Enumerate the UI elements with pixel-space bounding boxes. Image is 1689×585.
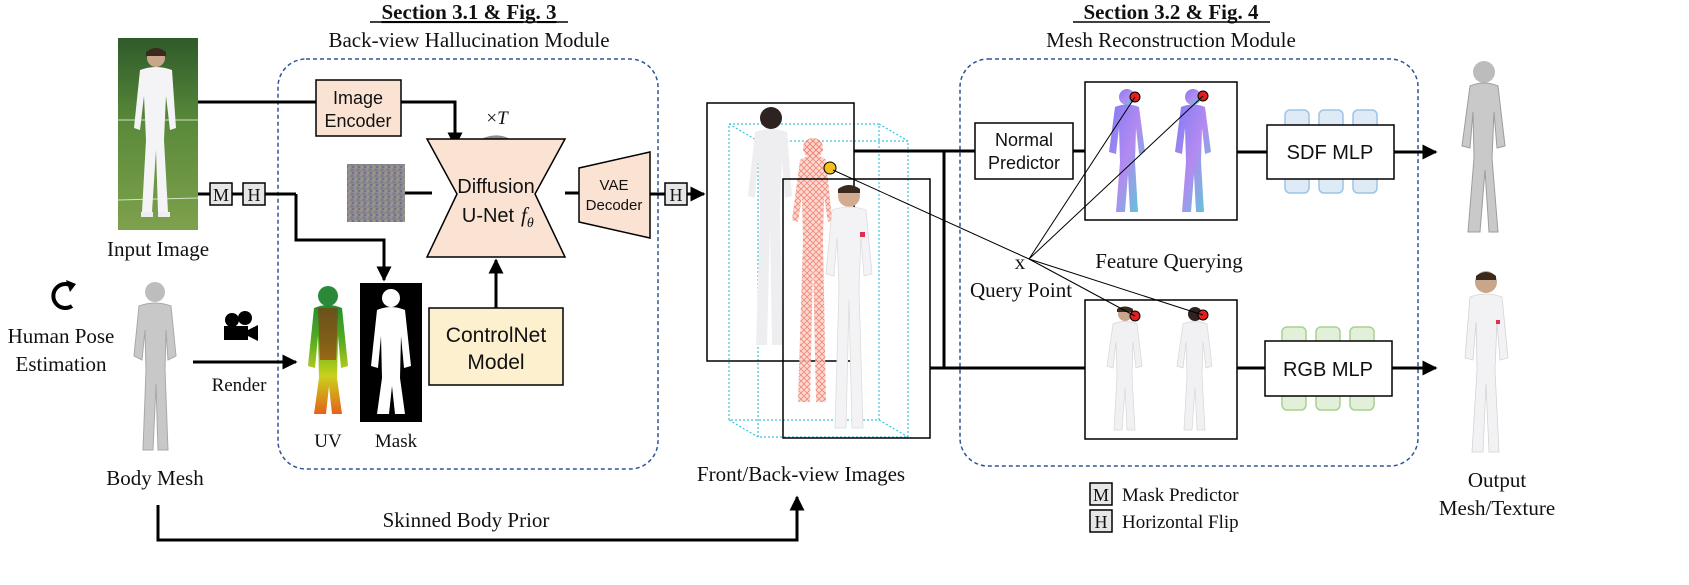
uv-map-image	[308, 286, 348, 414]
unet-symbol-theta: θ	[527, 216, 534, 231]
module-title-right: Mesh Reconstruction Module	[1046, 28, 1296, 52]
repeat-variable: T	[497, 108, 509, 129]
rgb-image-front	[1106, 306, 1143, 431]
repeat-label: ×T	[486, 108, 509, 129]
module-title-left: Back-view Hallucination Module	[328, 28, 609, 52]
input-image-label: Input Image	[107, 237, 209, 261]
front-back-view-images	[706, 102, 931, 439]
rgb-mlp-label: RGB MLP	[1283, 359, 1373, 381]
flip-tag	[242, 182, 266, 206]
output-label-1: Output	[1468, 468, 1527, 492]
image-to-unet-arrow	[198, 100, 463, 148]
skinned-prior-arrow	[156, 495, 805, 542]
render-label: Render	[212, 375, 268, 396]
pose-estimation-label-2: Estimation	[16, 352, 107, 376]
normal-map-front	[1109, 89, 1145, 212]
pose-rotation-arrowhead	[66, 280, 76, 292]
rgb-image-back	[1176, 307, 1213, 431]
output-textured-mesh	[1464, 271, 1509, 453]
flip-tag-output-text: H	[670, 185, 683, 205]
body-mesh-label: Body Mesh	[106, 466, 204, 490]
legend-text: Mask Predictor	[1122, 485, 1239, 506]
rgb-mlp-block	[1264, 340, 1393, 397]
output-label-2: Mesh/Texture	[1439, 496, 1555, 520]
body-mesh-figure	[133, 282, 177, 451]
legend-tag-box	[1089, 482, 1113, 506]
hallucination-module-box	[277, 58, 659, 470]
sdf-mlp-block	[1266, 124, 1395, 180]
legend: M Mask Predictor H Horizontal Flip	[1089, 482, 1239, 533]
normal-predictor-block	[974, 122, 1074, 180]
vae-label-2: Decoder	[586, 197, 643, 214]
legend-text: Horizontal Flip	[1122, 512, 1239, 533]
output-mesh	[1461, 61, 1506, 233]
unet-symbol: fθ	[521, 203, 534, 231]
section-heading-right: Section 3.2 & Fig. 4	[1084, 0, 1259, 24]
normal-predictor-label-1: Normal	[995, 130, 1053, 150]
normal-predictor-label-2: Predictor	[988, 153, 1060, 173]
unet-label-2: U-Net	[462, 205, 515, 227]
mask-label: Mask	[375, 431, 418, 452]
flip-tag-output	[664, 182, 688, 206]
legend-tag-box	[1089, 509, 1113, 533]
mask-image	[360, 283, 422, 422]
flip-tag-text: H	[248, 185, 261, 205]
input-image-photo	[117, 38, 199, 230]
uv-label: UV	[314, 431, 342, 452]
mask-to-mask-arrow	[294, 194, 392, 282]
repeat-symbol: ×	[486, 108, 497, 129]
sdf-mlp-label: SDF MLP	[1287, 142, 1374, 164]
feature-query-lines	[832, 95, 1204, 317]
vae-label-1: VAE	[600, 177, 629, 194]
image-encoder-block	[315, 79, 402, 137]
pose-estimation-label-1: Human Pose	[8, 324, 115, 348]
unet-symbol-f: f	[521, 203, 530, 227]
controlnet-block	[428, 307, 564, 386]
controlnet-label-2: Model	[467, 351, 524, 374]
query-point-label: Query Point	[970, 278, 1072, 302]
latent-noise-image	[347, 164, 405, 222]
skinned-prior-label: Skinned Body Prior	[383, 508, 550, 532]
query-x: x	[1015, 250, 1026, 274]
legend-tag: H	[1095, 512, 1108, 532]
legend-tag: M	[1093, 485, 1109, 505]
pose-rotation-icon	[51, 282, 74, 310]
rgb-images-box	[1084, 299, 1238, 440]
unet-label-1: Diffusion	[457, 176, 534, 198]
section-heading-left: Section 3.1 & Fig. 3	[382, 0, 557, 24]
camera-icon	[224, 311, 258, 341]
feature-querying-label: Feature Querying	[1095, 249, 1243, 273]
image-encoder-label-1: Image	[333, 88, 383, 108]
front-back-label: Front/Back-view Images	[697, 462, 905, 486]
mask-predictor-tag-text: M	[213, 185, 229, 205]
diffusion-unet-block	[425, 138, 567, 258]
image-encoder-label-2: Encoder	[324, 111, 391, 131]
vae-decoder-block	[578, 151, 651, 239]
controlnet-label-1: ControlNet	[446, 324, 547, 347]
normal-maps-box	[1084, 81, 1238, 221]
mask-predictor-tag	[209, 182, 233, 206]
